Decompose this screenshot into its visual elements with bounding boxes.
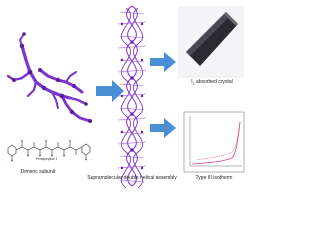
- figure-canvas: [6, 5, 245, 189]
- chemical-nitrogens: [27, 154, 65, 157]
- arrow-right-icon: [96, 80, 124, 102]
- chemical-structure: [7, 142, 91, 160]
- supramolecular-assembly-label: Supramolecular double helical assembly: [87, 175, 177, 181]
- iodine-symbol: I: [191, 79, 193, 85]
- iodine-crystal-photo: [178, 6, 244, 78]
- pentapeptide-label: Pentapeptide 1: [36, 157, 58, 161]
- iodine-crystal-label: I2 absorbed crystal: [191, 80, 232, 87]
- iodine-subscript: 2: [192, 82, 195, 86]
- isotherm-label: Type III isotherm: [195, 175, 233, 181]
- double-helix-assembly: [121, 5, 143, 189]
- iodine-label-rest: absorbed crystal: [194, 79, 233, 85]
- arrow-to-isotherm-icon: [150, 118, 176, 138]
- arrow-to-crystal-icon: [150, 52, 176, 72]
- dimeric-subunit-atoms: [12, 32, 92, 123]
- isotherm-plot: [183, 111, 245, 173]
- helix-cross-links: [117, 11, 147, 183]
- dimeric-subunit-label: Dimeric subunit: [20, 169, 56, 175]
- helix-atoms: [120, 22, 144, 170]
- chemical-heteroatoms: [11, 140, 87, 162]
